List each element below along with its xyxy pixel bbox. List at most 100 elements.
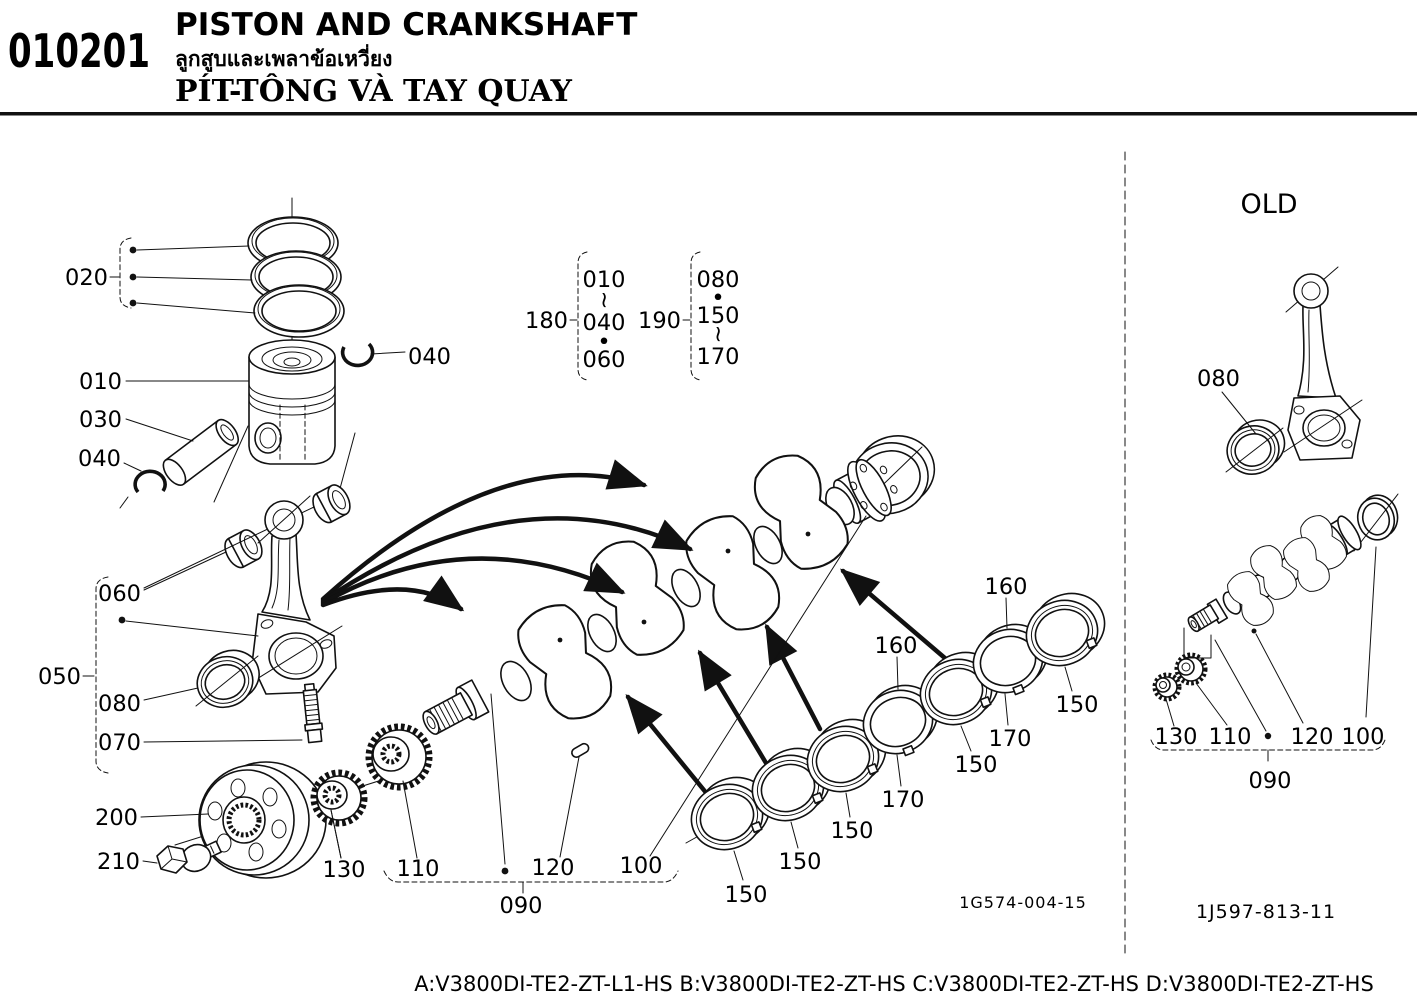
callout-150-5: 150 (1056, 692, 1099, 718)
assembly-arrow (625, 693, 715, 803)
leader-line (896, 656, 899, 690)
range-tilde: ~ (705, 325, 731, 344)
ref-group-190: 190 080 • 150 ~ 170 (638, 251, 740, 381)
and-dot: • (597, 329, 610, 355)
leader-line (136, 302, 256, 314)
assembly-arrow (320, 575, 465, 612)
circlip-top (340, 342, 375, 368)
leader-line (790, 821, 799, 849)
model-applicability: A:V3800DI-TE2-ZT-L1-HS B:V3800DI-TE2-ZT-… (414, 972, 1374, 996)
crank-snout (422, 679, 490, 735)
page-title-thai: ลูกสูบและเพลาข้อเหวี่ยง (175, 43, 392, 73)
leader-line (1255, 633, 1304, 724)
leader-dot (501, 867, 509, 875)
callout-160-2: 160 (985, 574, 1028, 600)
crank-web (753, 454, 849, 570)
assembly-arrow (697, 649, 769, 766)
section-code: 010201 (8, 24, 150, 78)
crank-web (685, 515, 781, 631)
group-180-item: 060 (583, 347, 626, 373)
old-crankshaft (1187, 493, 1399, 634)
leader-line (125, 418, 194, 442)
group-190-item: 170 (697, 344, 740, 370)
assembly-arrow (320, 516, 694, 604)
crank-gear-large (365, 723, 433, 791)
callout-130: 130 (323, 857, 366, 883)
callout-100-old: 100 (1342, 724, 1385, 750)
leader-line (490, 693, 506, 865)
callout-050: 050 (38, 664, 81, 690)
piston-ring-3 (253, 284, 345, 338)
leader-line (140, 813, 209, 818)
crank-key (571, 742, 590, 758)
leader-line (960, 725, 972, 752)
leader-line (143, 687, 199, 701)
old-connecting-rod (1283, 266, 1363, 461)
group-190-label: 190 (638, 308, 681, 334)
page-header: 010201 PISTON AND CRANKSHAFT ลูกสูบและเพ… (0, 7, 1417, 116)
callout-200: 200 (95, 805, 138, 831)
assembly-arrow (320, 556, 626, 606)
old-gear-large (1174, 652, 1208, 686)
leader-line (402, 780, 418, 859)
callout-120: 120 (532, 855, 575, 881)
main-bearing-5 (1025, 592, 1106, 667)
range-tilde: ~ (591, 291, 617, 310)
page-title-vietnamese: PÍT-TÔNG VÀ TAY QUAY (175, 73, 573, 109)
callout-150-2: 150 (779, 849, 822, 875)
leader-line (142, 860, 158, 864)
group-090-bracket (383, 870, 679, 883)
leader-line (1221, 391, 1257, 435)
main-bearing-1 (690, 776, 771, 851)
leader-line (136, 276, 253, 281)
group-180-item: 040 (583, 310, 626, 336)
piston (248, 339, 336, 465)
crank-gear-small (310, 769, 368, 827)
leader-line (119, 496, 129, 509)
callout-170-2: 170 (989, 726, 1032, 752)
and-dot: • (711, 285, 724, 311)
callout-170-1: 170 (882, 787, 925, 813)
bushing-1 (224, 529, 263, 569)
leader-line (123, 462, 142, 472)
leader-dot (129, 246, 137, 254)
piston-ring-set (247, 216, 345, 338)
leader-line (649, 515, 867, 857)
group-180-label: 180 (525, 308, 568, 334)
old-label: OLD (1240, 189, 1297, 220)
construction-line (1225, 427, 1284, 473)
piston-pin (162, 418, 240, 486)
leader-line (1165, 698, 1175, 727)
callout-130-old: 130 (1155, 724, 1198, 750)
callout-020-bracket (119, 237, 132, 309)
bushing-2 (312, 484, 351, 524)
callout-210: 210 (97, 849, 140, 875)
leader-dot (129, 273, 137, 281)
leader-line (1004, 693, 1009, 726)
assembly-arrow (320, 459, 648, 602)
old-gear-small (1152, 672, 1182, 702)
callout-090: 090 (500, 893, 543, 919)
connecting-rod (251, 495, 343, 695)
leader-line (1064, 666, 1073, 692)
callout-120-old: 120 (1291, 724, 1334, 750)
locator-line (213, 425, 249, 503)
callout-080: 080 (98, 691, 141, 717)
leader-line (143, 551, 227, 591)
old-diagram: OLD 080 (1150, 189, 1399, 923)
callout-020: 020 (65, 265, 108, 291)
leader-line (559, 756, 580, 858)
leader-line (370, 351, 406, 355)
old-rod-bearing-shell (1226, 419, 1286, 475)
group-180-item: 010 (583, 267, 626, 293)
callout-080-old: 080 (1197, 366, 1240, 392)
callout-100: 100 (620, 853, 663, 879)
callout-030: 030 (79, 407, 122, 433)
leader-line (845, 792, 851, 818)
crankshaft (422, 435, 936, 735)
callout-150-3: 150 (831, 818, 874, 844)
main-diagram: 020 040 010 030 (38, 197, 1106, 919)
leader-dot (1264, 732, 1272, 740)
